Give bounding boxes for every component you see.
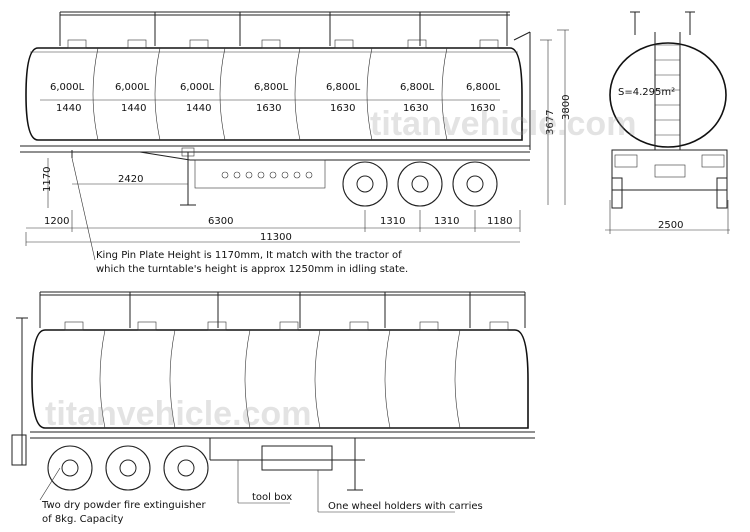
compartment-3-length: 1440 <box>186 103 211 114</box>
compartment-labels: 6,000L 1440 6,000L 1440 6,000L 1440 6,80… <box>40 82 501 114</box>
compartment-6-capacity: 6,800L <box>400 82 435 93</box>
king-pin-note-line2: which the turntable's height is approx 1… <box>96 264 408 275</box>
rear-ladder <box>513 31 531 150</box>
side-dimensions: 1170 2420 1200 6300 1310 1310 1180 11300 <box>25 29 572 246</box>
compartment-3-capacity: 6,000L <box>180 82 215 93</box>
fire-extinguisher-note-line2: of 8kg. Capacity <box>42 514 123 525</box>
tank-area-label: S=4.295m² <box>618 87 675 98</box>
end-ladder <box>654 32 681 150</box>
bottom-wheels <box>47 445 209 491</box>
compartment-dividers <box>92 47 448 141</box>
king-pin-note-line1: King Pin Plate Height is 1170mm, It matc… <box>96 250 402 261</box>
valve-row <box>221 171 313 179</box>
compartment-4-length: 1630 <box>256 103 281 114</box>
dim-king-pin-to-axle: 6300 <box>208 216 233 227</box>
compartment-1-capacity: 6,000L <box>50 82 85 93</box>
top-handrail <box>59 11 510 46</box>
dim-king-pin-height: 1170 <box>42 167 53 192</box>
compartment-5-capacity: 6,800L <box>326 82 361 93</box>
dim-width: 2500 <box>658 220 683 231</box>
side-wheels <box>342 161 498 207</box>
chassis <box>20 145 530 206</box>
watermark-bottom: titanvehicle.com <box>45 395 311 433</box>
compartment-6-length: 1630 <box>403 103 428 114</box>
dim-axle-spacing-2: 1310 <box>434 216 459 227</box>
bottom-notes: Two dry powder fire extinguisher of 8kg.… <box>39 460 483 525</box>
dim-support-dist: 2420 <box>118 174 143 185</box>
compartment-2-length: 1440 <box>121 103 146 114</box>
tank-cross-section <box>609 42 727 148</box>
tank-shell-2 <box>31 329 529 429</box>
dim-overall-height: 3800 <box>561 95 572 120</box>
wheel-holders-note: One wheel holders with carries <box>328 501 483 512</box>
fire-extinguisher-note-line1: Two dry powder fire extinguisher <box>41 500 207 511</box>
king-pin-note: King Pin Plate Height is 1170mm, It matc… <box>71 157 408 275</box>
compartment-7-length: 1630 <box>470 103 495 114</box>
compartment-2-capacity: 6,000L <box>115 82 150 93</box>
watermark-top: titanvehicle.com <box>370 105 636 143</box>
bottom-handrail <box>39 291 526 328</box>
dim-axle-spacing-1: 1310 <box>380 216 405 227</box>
compartment-7-capacity: 6,800L <box>466 82 501 93</box>
manholes <box>67 39 499 49</box>
tool-box-shape <box>261 445 333 471</box>
compartment-4-capacity: 6,800L <box>254 82 289 93</box>
dim-front-overhang: 1200 <box>44 216 69 227</box>
dim-rear-overhang: 1180 <box>487 216 512 227</box>
compartment-dividers-2 <box>99 329 461 429</box>
compartment-5-length: 1630 <box>330 103 355 114</box>
end-view: S=4.295m² 2500 <box>605 11 730 234</box>
dim-overall-length: 11300 <box>260 232 292 243</box>
bottom-side-view <box>11 291 535 491</box>
tank-shell <box>25 47 523 141</box>
tool-box-note: tool box <box>252 492 292 503</box>
compartment-1-length: 1440 <box>56 103 81 114</box>
manholes-2 <box>64 321 509 331</box>
dim-tank-height: 3677 <box>545 110 556 135</box>
side-view: 6,000L 1440 6,000L 1440 6,000L 1440 6,80… <box>20 11 572 246</box>
